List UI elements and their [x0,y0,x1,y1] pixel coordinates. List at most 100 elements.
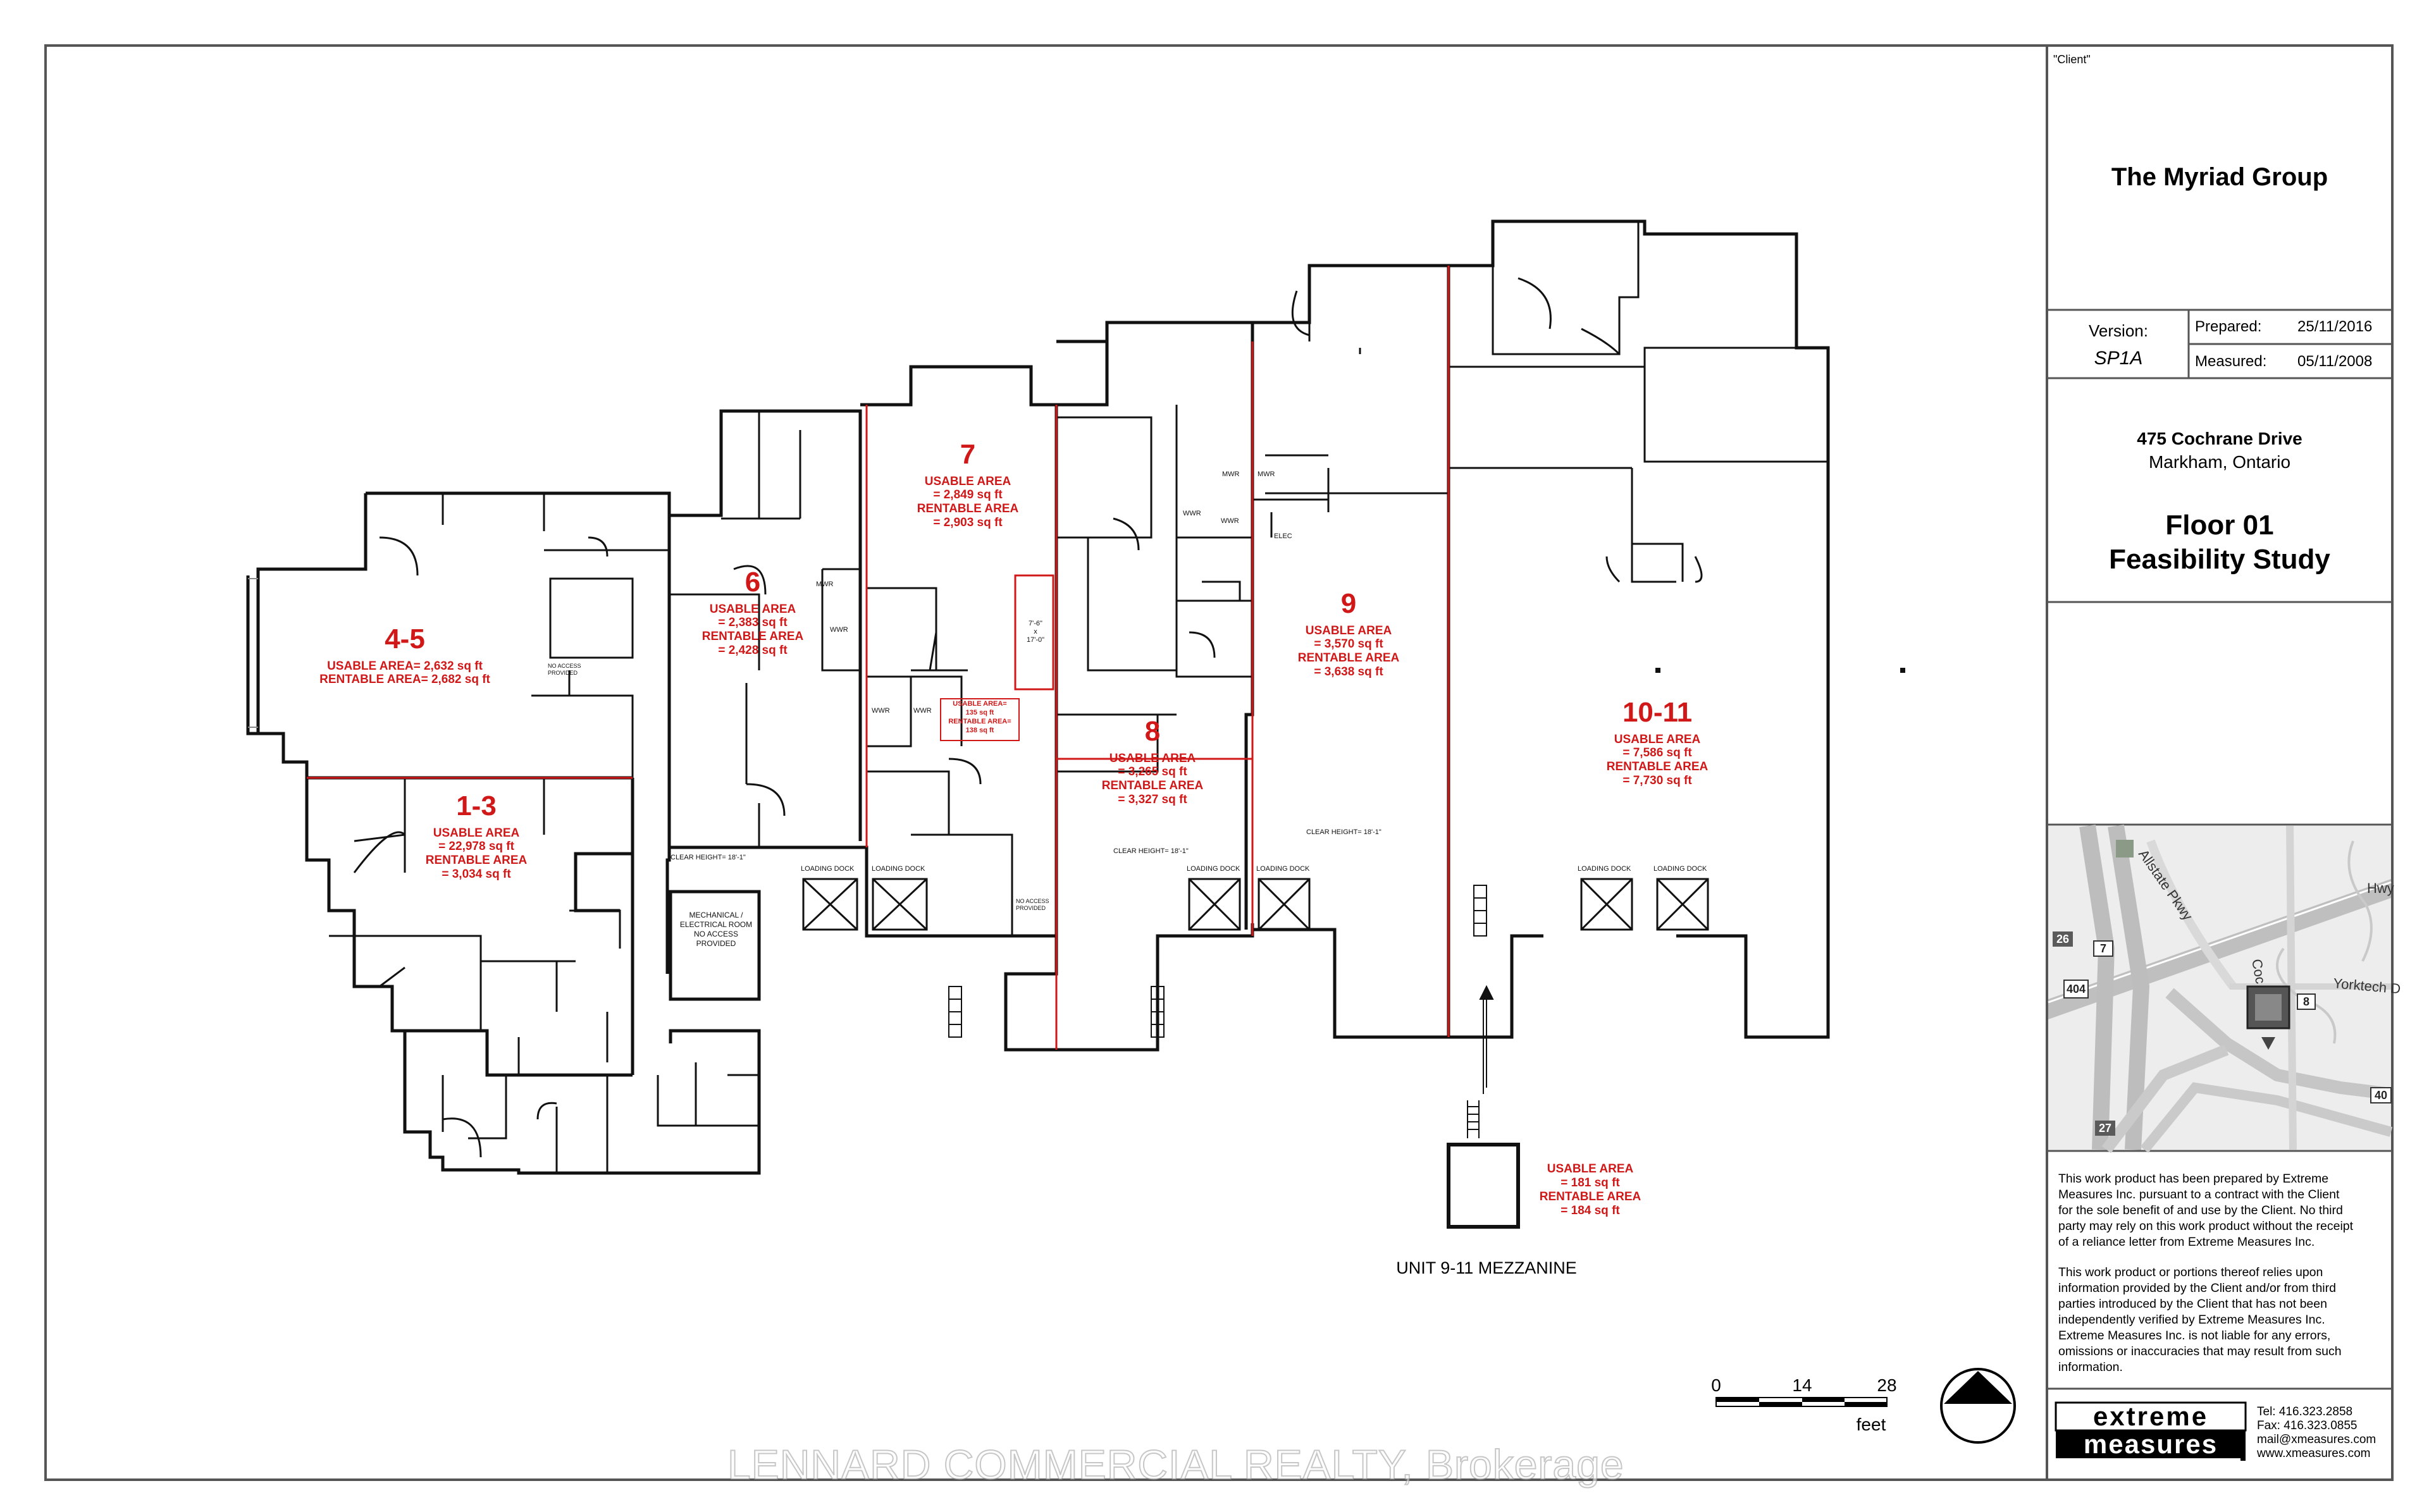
scale-unit: feet [1857,1415,1886,1434]
wwr-label: WWR [830,626,848,634]
contact-tel: Tel: 416.323.2858 [2257,1405,2353,1418]
scale-bar: 0 14 28 feet [1711,1375,1896,1434]
address-line-2: Markham, Ontario [2148,452,2291,472]
disclaimer-2-line: information. [2058,1360,2123,1374]
mezzanine-area-line: = 184 sq ft [1561,1203,1620,1217]
mezzanine-area-line: = 181 sq ft [1561,1176,1620,1189]
unit-label-6: 6 USABLE AREA = 2,383 sq ft RENTABLE ARE… [689,567,816,658]
mechanical-line: ELECTRICAL ROOM [679,920,753,929]
unit-number: 4-5 [385,624,425,655]
demising-lines [307,266,1450,1050]
unit-number: 7 [960,439,976,470]
loading-dock-doors [802,878,1709,931]
loading-dock-label: LOADING DOCK [872,865,925,873]
unit-area-line: = 3,265 sq ft [1118,765,1187,779]
unit-area-line: USABLE AREA [1109,751,1196,765]
disclaimer-1-line: of a reliance letter from Extreme Measur… [2058,1235,2315,1249]
unit-area-line: RENTABLE AREA [425,854,528,868]
measured-date: 05/11/2008 [2297,353,2373,370]
disclaimer-1-line: for the sole benefit of and use by the C… [2058,1203,2343,1217]
unit-label-10-11: 10-11 USABLE AREA = 7,586 sq ft RENTABLE… [1588,697,1727,788]
elec-label: ELEC [1274,532,1292,540]
map-label-hwy: Hwy [2367,880,2394,896]
north-arrow-icon [1940,1368,2016,1444]
unit-area-line: = 22,978 sq ft [438,840,514,854]
unit-area-line: = 7,730 sq ft [1622,774,1692,788]
no-access-line: NO ACCESS [1016,898,1049,904]
disclaimer-2-line: independently verified by Extreme Measur… [2058,1313,2325,1327]
loading-dock-label: LOADING DOCK [1653,865,1707,873]
unit-area-line: USABLE AREA [1305,624,1392,637]
no-access-note: NO ACCESS PROVIDED [1016,898,1049,912]
logo-word-measures: measures [2083,1429,2218,1459]
storage-room-outline [1014,574,1054,691]
small-area-line: 138 sq ft [965,727,994,734]
clear-height-note: CLEAR HEIGHT= 18'-1" [1306,828,1381,836]
mezzanine-area-label: USABLE AREA = 181 sq ft RENTABLE AREA = … [1527,1162,1653,1217]
unit-number: 1-3 [456,790,497,821]
unit-area-line: = 2,383 sq ft [718,616,788,630]
extreme-measures-logo [2055,1401,2247,1461]
logo-word-extreme: extreme [2092,1401,2209,1431]
scale-tick-14: 14 [1792,1375,1812,1395]
mwr-label: MWR [816,581,834,588]
floor-plan [246,219,1905,1229]
unit-number: 9 [1340,588,1357,619]
contact-email: mail@xmeasures.com [2257,1433,2376,1446]
wwr-label: WWR [1183,510,1201,517]
unit-area-line: = 2,849 sq ft [933,488,1003,502]
mechanical-line: MECHANICAL / [689,911,743,919]
map-shield-26: 26 [2056,933,2069,945]
loading-dock-label: LOADING DOCK [1256,865,1310,873]
scale-tick-28: 28 [1877,1375,1896,1395]
sheet-border [44,44,2394,1481]
disclaimer-paragraph-2: This work product or portions thereof re… [2058,1265,2387,1375]
unit-area-line: RENTABLE AREA [702,630,804,644]
unit-area-line: = 2,903 sq ft [933,516,1003,530]
version-label: Version: [2089,321,2148,340]
small-area-line: USABLE AREA= [953,700,1007,708]
dimension-line: 17'-0" [1026,636,1045,644]
small-area-box: USABLE AREA= 135 sq ft RENTABLE AREA= 13… [940,698,1020,741]
disclaimer-2-line: This work product or portions thereof re… [2058,1265,2323,1279]
wwr-label: WWR [913,707,932,715]
disclaimer-paragraph-1: This work product has been prepared by E… [2058,1171,2387,1250]
disclaimer-1-line: party may rely on this work product with… [2058,1219,2354,1233]
unit-number: 8 [1144,716,1161,747]
prepared-date: 25/11/2016 [2297,318,2373,335]
measured-label: Measured: [2195,353,2267,370]
mechanical-room-note: MECHANICAL / ELECTRICAL ROOM NO ACCESS P… [678,911,754,949]
unit-area-line: RENTABLE AREA= 2,682 sq ft [319,673,490,687]
no-access-note: NO ACCESS PROVIDED [548,663,581,677]
unit-area-line: RENTABLE AREA [1606,760,1709,774]
unit-area-line: = 3,034 sq ft [442,868,511,882]
dimension-line: x [1034,628,1037,636]
mechanical-line: NO ACCESS [693,930,739,938]
disclaimer-2-line: parties introduced by the Client that ha… [2058,1297,2327,1311]
mechanical-line: PROVIDED [696,939,736,948]
floor-title: Floor 01 [2165,510,2274,541]
contact-fax: Fax: 416.323.0855 [2257,1419,2358,1432]
disclaimer-1-line: Measures Inc. pursuant to a contract wit… [2058,1188,2340,1202]
logo-inc: INC [2227,1452,2238,1459]
mezzanine-area-line: USABLE AREA [1547,1162,1634,1176]
disclaimer-2-line: omissions or inaccuracies that may resul… [2058,1344,2342,1358]
scale-tick-0: 0 [1711,1375,1721,1395]
unit-area-line: USABLE AREA= 2,632 sq ft [327,659,483,673]
unit-label-1-3: 1-3 USABLE AREA = 22,978 sq ft RENTABLE … [413,790,540,882]
version-value: SP1A [2094,348,2143,369]
unit-area-line: USABLE AREA [1614,732,1701,746]
unit-area-line: RENTABLE AREA [917,502,1019,516]
address-line-1: 475 Cochrane Drive [2137,429,2302,448]
map-shield-27: 27 [2099,1122,2111,1134]
map-shield-8: 8 [2303,995,2309,1008]
small-area-line: 135 sq ft [965,709,994,716]
contact-web: www.xmeasures.com [2257,1447,2371,1460]
storage-dimension: 7'-6" x 17'-0" [1020,620,1051,644]
disclaimer-2-line: Extreme Measures Inc. is not liable for … [2058,1329,2331,1343]
dimension-line: 7'-6" [1029,620,1042,627]
mwr-label: MWR [1258,470,1275,478]
map-shield-7: 7 [2100,942,2106,955]
unit-area-line: = 3,327 sq ft [1118,793,1187,807]
